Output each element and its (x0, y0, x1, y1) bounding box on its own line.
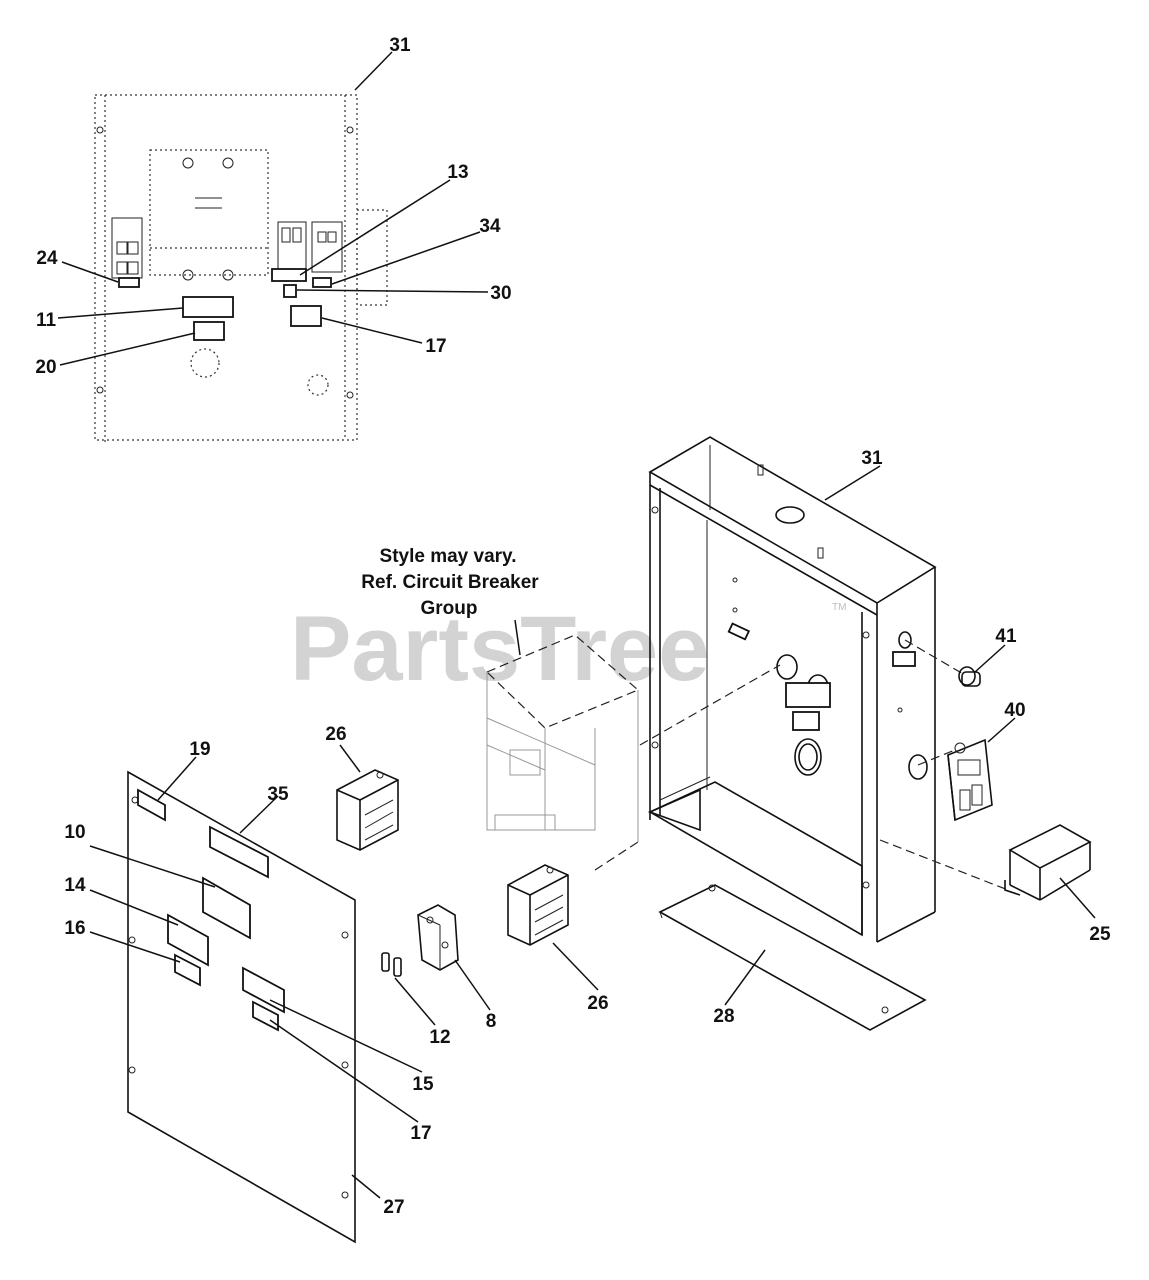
part-25-box (1004, 824, 1092, 901)
callout-31-top: 31 (389, 35, 411, 56)
watermark: PartsTree TM (290, 598, 846, 700)
circuit-breaker-ghost (485, 619, 640, 871)
callout-34: 34 (479, 216, 501, 237)
callout-19: 19 (189, 739, 210, 760)
callout-26-left: 26 (325, 724, 346, 745)
callout-11: 11 (36, 310, 57, 331)
callout-40: 40 (1004, 700, 1025, 721)
callout-10: 10 (64, 822, 85, 843)
style-note: Style may vary. Ref. Circuit Breaker Gro… (361, 546, 539, 619)
callout-15: 15 (412, 1074, 434, 1095)
note-line-2: Ref. Circuit Breaker (361, 572, 539, 593)
bottom-leaders (89, 465, 1096, 1199)
callout-20: 20 (35, 357, 56, 378)
part-26-lug-right (507, 864, 569, 946)
callout-17-bottom: 17 (410, 1123, 431, 1144)
callout-16: 16 (64, 918, 85, 939)
part-40-module (947, 738, 993, 822)
part-8-fuse-holder (417, 904, 459, 971)
part-27-door-panel (127, 770, 356, 1244)
part-28-plate (658, 884, 927, 1031)
assembly-lines (639, 639, 1009, 891)
callout-27: 27 (383, 1197, 404, 1218)
callout-41: 41 (995, 626, 1017, 647)
watermark-text: PartsTree (290, 598, 709, 700)
callout-26-right: 26 (587, 993, 608, 1014)
watermark-tm: TM (832, 602, 846, 613)
part-41-plug (958, 666, 981, 687)
callout-8: 8 (486, 1011, 497, 1032)
callout-24: 24 (36, 248, 58, 269)
callout-35: 35 (267, 784, 289, 805)
callout-28: 28 (713, 1006, 734, 1027)
callout-12: 12 (429, 1027, 450, 1048)
part-26-lug-left (336, 769, 399, 851)
enclosure (647, 436, 937, 943)
callout-17-top: 17 (425, 336, 446, 357)
note-line-3: Group (421, 598, 478, 619)
callout-30: 30 (490, 283, 511, 304)
callouts: 31 13 34 24 30 11 17 20 31 41 40 26 19 3… (35, 35, 1111, 1218)
callout-25: 25 (1089, 924, 1111, 945)
callout-31-enclosure: 31 (861, 448, 883, 469)
callout-13: 13 (447, 162, 468, 183)
front-view-assembly (94, 94, 388, 445)
part-12-fuses (381, 952, 402, 977)
note-line-1: Style may vary. (380, 546, 517, 567)
top-leaders (57, 51, 489, 366)
callout-14: 14 (64, 875, 86, 896)
